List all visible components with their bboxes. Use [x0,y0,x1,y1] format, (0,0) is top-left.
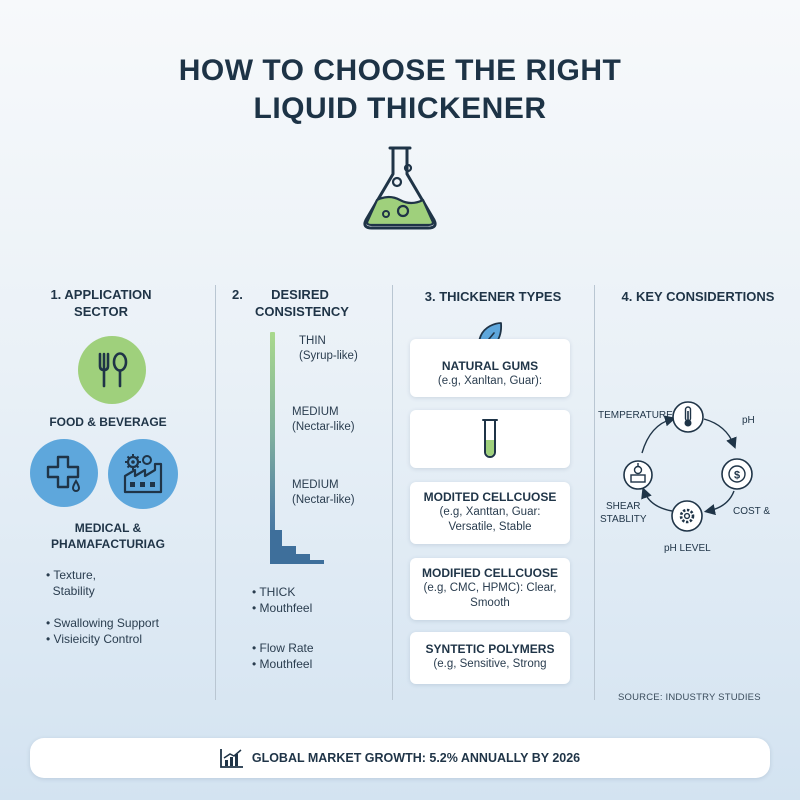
thickener-card-test-tube [410,410,570,468]
thickener-card-modited-cellcuose: MODITED CELLCUOSE (e.g, Xanttan, Guar: V… [410,482,570,544]
market-growth-text: GLOBAL MARKET GROWTH: 5.2% ANNUALLY BY 2… [251,751,581,765]
title-line-2: LIQUID THICKENER [253,92,547,125]
food-circle [78,336,146,404]
cost-label: COST & [733,506,771,517]
column-divider-3 [594,285,595,700]
manufacturing-circle [108,439,178,509]
medical-label: MEDICAL & PHAMAFACTURIAG [51,521,165,551]
consistency-staircase [270,530,324,564]
list-item: • Swallowing Support [46,616,159,630]
test-tube-icon [482,419,498,458]
column-divider-1 [215,285,216,700]
consistency-gradient-bar [270,332,275,564]
gear-icon [671,500,703,532]
list-item: • THICK [252,585,296,599]
col3-title: 3. THICKENER TYPES [424,289,562,304]
list-item: • Visieicity Control [46,632,143,646]
ph-level-label: pH LEVEL [664,543,711,554]
source-note: SOURCE: INDUSTRY STUDIES [618,692,761,703]
market-growth-banner: GLOBAL MARKET GROWTH: 5.2% ANNUALLY BY 2… [30,738,770,778]
thickener-card-modified-cellcuose: MODIFIED CELLCUOSE (e.g, CMC, HPMC): Cle… [410,558,570,620]
dollar-icon: $ [721,458,753,490]
medical-circle [30,439,98,507]
thickener-card-natural-gums: NATURAL GUMS (e.g, Xanltan, Guar): [410,339,570,397]
consistency-level-medium-2: MEDIUM (Nectar-like) [292,479,355,506]
key-considerations-cycle: $ [623,401,753,532]
medical-cross-icon [46,455,81,492]
temperature-label: TEMPERATURE [598,410,673,421]
col2-title-num: 2. [232,287,243,302]
growth-chart-icon [219,749,243,768]
cycle-arrow [641,415,677,454]
ph-label: pH [742,415,755,426]
col2-extra-list: • Flow Rate • Mouthfeel [252,640,314,672]
thermometer-icon [672,401,704,433]
flask-icon [363,146,437,230]
list-item: • Texture, [46,568,97,582]
fork-spoon-icon [98,352,128,388]
svg-text:$: $ [734,470,740,482]
col1-bullets-1: • Texture, Stability [46,567,96,599]
col1-bullets-2: • Swallowing Support • Visieicity Contro… [46,615,159,647]
mixer-machine-icon [623,460,653,490]
cycle-arrow [703,418,737,449]
consistency-level-medium-1: MEDIUM (Nectar-like) [292,406,355,433]
col2-thick-list: • THICK • Mouthfeel [252,584,312,616]
list-item: Stability [52,584,95,598]
col2-title: DESIRED CONSISTENCY [255,287,349,319]
food-beverage-label: FOOD & BEVERAGE [49,415,167,429]
list-item: • Mouthfeel [252,657,313,671]
title-line-1: HOW TO CHOOSE THE RIGHT [178,54,622,87]
column-divider-2 [392,285,393,700]
factory-gear-icon [123,454,163,494]
col4-title: 4. KEY CONSIDERTIONS [621,289,775,304]
consistency-level-thin: THIN (Syrup-like) [299,335,358,362]
list-item: • Mouthfeel [252,601,313,615]
shear-stability-label: SHEAR STABLITY [600,501,647,525]
thickener-card-syntetic-polymers: SYNTETIC POLYMERS (e.g, Sensitive, Stron… [410,632,570,684]
page-title: HOW TO CHOOSE THE RIGHT LIQUID THICKENER [0,52,800,128]
col1-title: 1. APPLICATION SECTOR [50,287,152,319]
cycle-arrow [703,490,735,516]
cycle-arrow [641,487,673,512]
list-item: • Flow Rate [252,641,314,655]
